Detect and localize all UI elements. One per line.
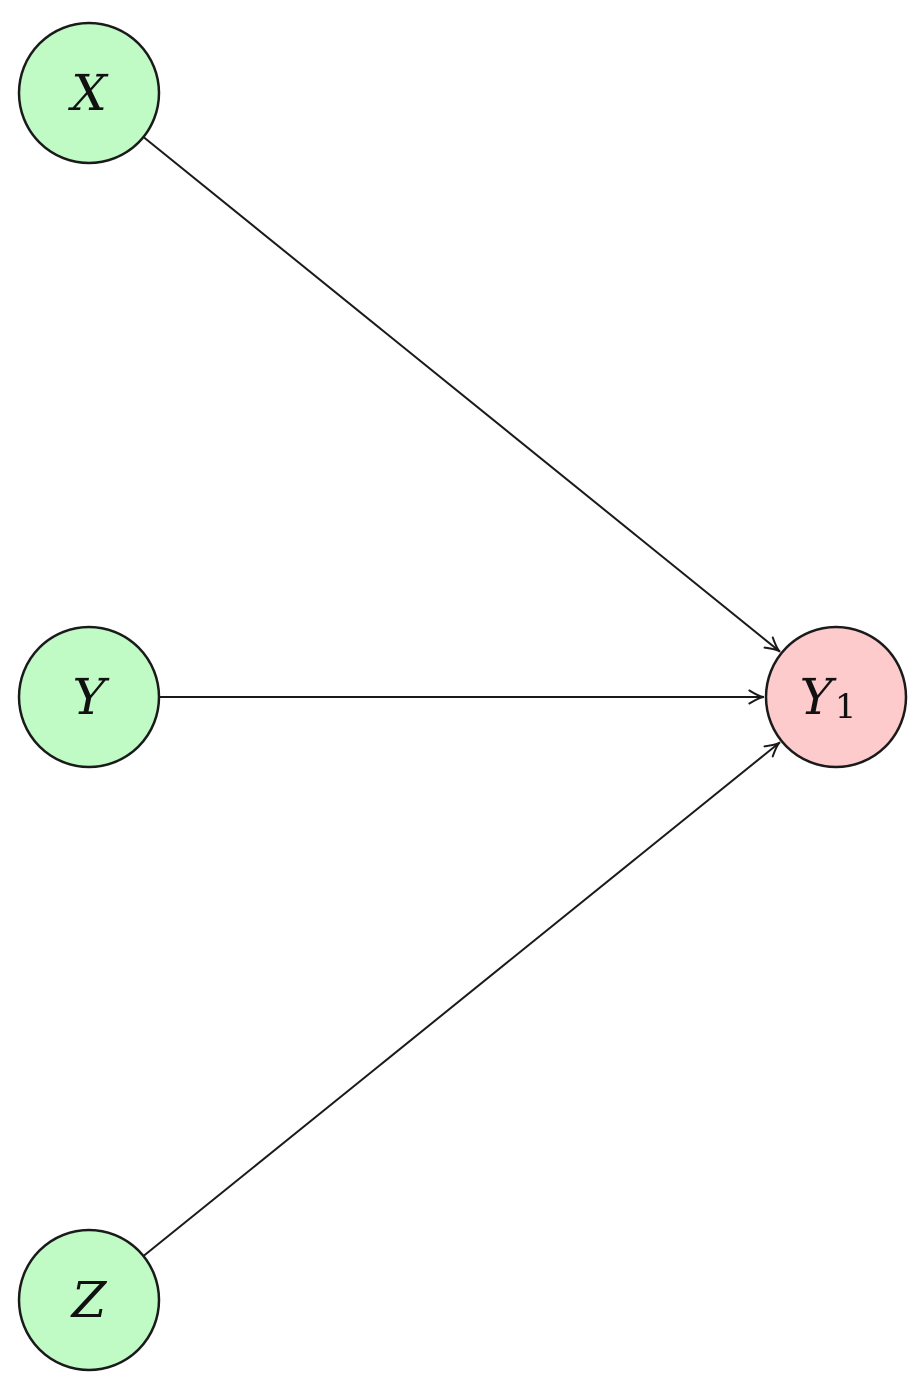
edge-line: [142, 136, 781, 653]
edge-x-to-y1: [142, 136, 781, 653]
node-label: X: [67, 64, 109, 122]
node-label: Y1: [800, 668, 857, 727]
node-circle: [17, 625, 161, 769]
node-x: X: [17, 21, 161, 165]
node-y: Y: [17, 625, 161, 769]
node-label-subscript: 1: [835, 687, 857, 727]
node-label-main: Y: [72, 668, 109, 726]
node-label: Z: [70, 1271, 108, 1329]
node-label: Y: [72, 668, 109, 726]
arrowhead-icon: [748, 689, 765, 705]
edge-z-to-y1: [142, 741, 781, 1257]
node-z: Z: [17, 1228, 161, 1372]
node-circle: [17, 21, 161, 165]
node-circle: [17, 1228, 161, 1372]
node-label-main: X: [67, 64, 109, 122]
edge-y-to-y1: [159, 689, 765, 705]
node-label-main: Z: [70, 1271, 108, 1329]
edge-line: [142, 741, 781, 1257]
arrowhead-icon: [763, 636, 781, 653]
node-label-main: Y: [800, 668, 837, 726]
node-y1: Y1: [764, 625, 908, 769]
node-circle: [764, 625, 908, 769]
edges-layer: [142, 136, 781, 1257]
